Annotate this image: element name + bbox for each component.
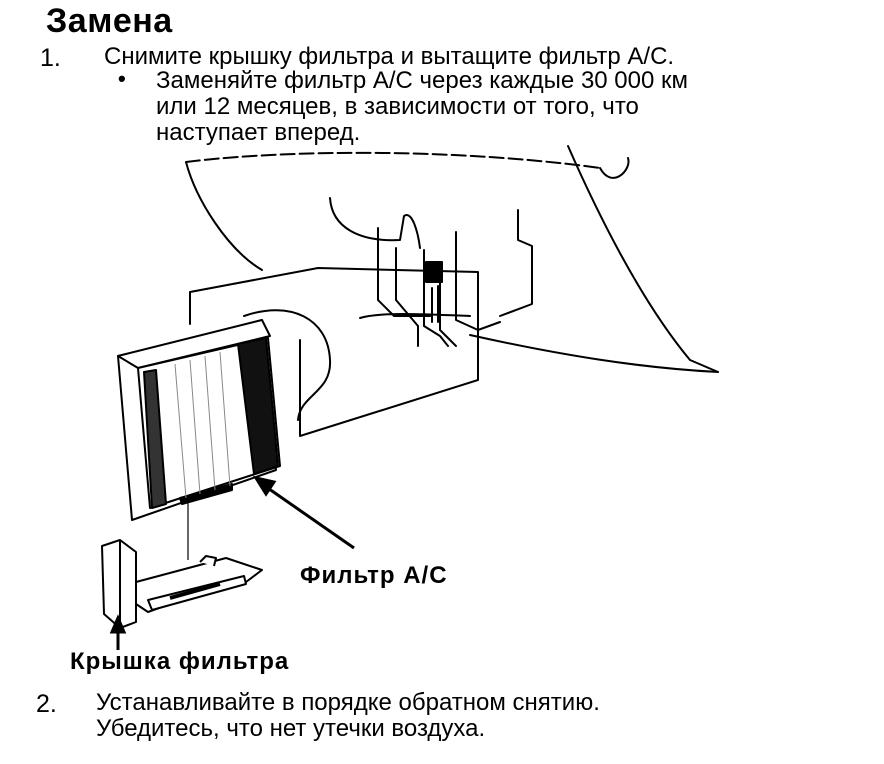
blower-latch-lines	[431, 285, 439, 323]
blower-bracket-4	[423, 249, 449, 347]
step-1-note-line-1: Заменяйте фильтр А/С через каждые 30 000…	[156, 67, 689, 94]
step-1-number: 1.	[40, 44, 61, 72]
glove-box-curve	[599, 157, 630, 179]
bullet-icon: •	[118, 66, 126, 91]
dashboard-edge	[185, 161, 263, 271]
glove-box-side	[567, 145, 719, 373]
cover-arrow-head	[109, 614, 127, 634]
section-title: Замена	[46, 2, 173, 40]
step-2-line-1: Устанавливайте в порядке обратном снятию…	[96, 689, 600, 716]
step-1-text: Снимите крышку фильтра и вытащите фильтр…	[104, 43, 675, 70]
cover-rail	[147, 575, 247, 611]
step-1-note-line-3: наступает вперед.	[156, 119, 361, 146]
step-2-line-2: Убедитесь, что нет утечки воздуха.	[96, 715, 486, 742]
filter-top-edge	[117, 319, 271, 369]
glove-box-bottom	[469, 334, 719, 373]
step-1-note-line-2: или 12 месяцев, в зависимости от того, ч…	[156, 93, 639, 120]
blower-bracket-7	[499, 209, 533, 317]
blower-bracket-5	[439, 261, 457, 347]
cover-tab	[199, 555, 217, 567]
step-2-number: 2.	[36, 690, 57, 718]
blower-bracket-8	[359, 313, 471, 319]
blower-bracket-6	[455, 231, 501, 331]
dashboard-outline	[185, 151, 601, 169]
label-ac-filter: Фильтр А/С	[300, 562, 448, 589]
filter-shade-2	[143, 369, 167, 509]
filter-arrow-head	[252, 475, 277, 497]
filter-shade	[237, 337, 279, 475]
housing-opening	[243, 309, 332, 421]
blower-latch	[425, 261, 443, 283]
blower-bracket-3	[395, 247, 419, 347]
blower-bracket-2	[377, 227, 431, 317]
filter-pleats	[174, 351, 231, 499]
blower-bracket-1	[329, 197, 421, 249]
cover-rail-detail	[169, 582, 221, 600]
housing-panel	[189, 267, 479, 437]
filter-arrow-line	[261, 482, 355, 550]
label-filter-cover: Крышка фильтра	[70, 648, 290, 675]
